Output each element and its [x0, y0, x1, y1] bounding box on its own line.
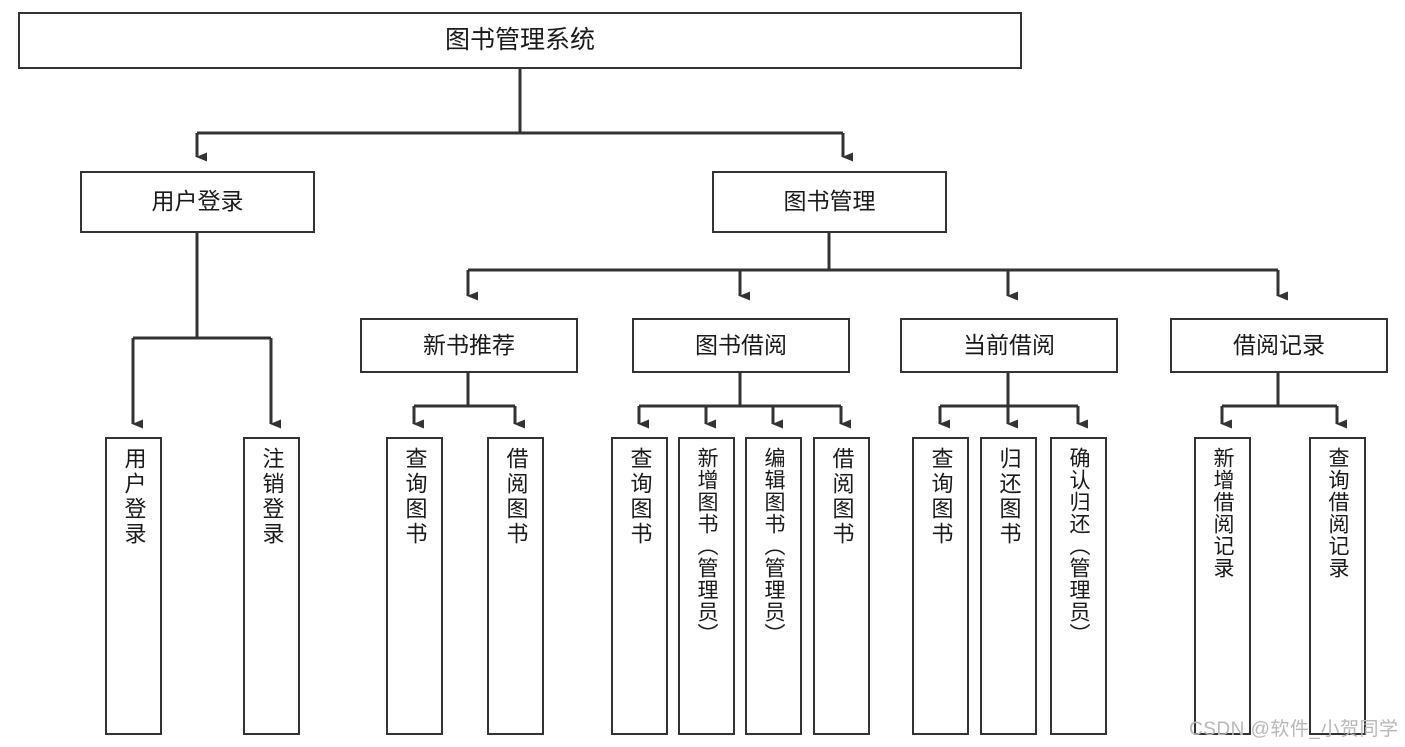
node-label: 当前借阅 — [963, 331, 1055, 358]
node-user-login[interactable]: 用户登录 — [80, 171, 315, 233]
leaf-query-book-recommend[interactable]: 查询图书 — [386, 437, 443, 735]
node-label: 归还图书 — [996, 447, 1022, 547]
node-label: 图书管理系统 — [444, 25, 595, 54]
leaf-edit-book-admin[interactable]: 编辑图书（管理员） — [745, 437, 802, 735]
leaf-add-book-admin[interactable]: 新增图书（管理员） — [678, 437, 735, 735]
node-root-system[interactable]: 图书管理系统 — [18, 12, 1022, 69]
node-label: 查询图书 — [627, 447, 653, 547]
node-label: 借阅图书 — [503, 447, 529, 547]
node-label: 用户登录 — [151, 188, 244, 215]
leaf-query-book-current[interactable]: 查询图书 — [912, 437, 969, 735]
node-label: 新增图书（管理员） — [695, 447, 718, 645]
node-label: 借阅图书 — [829, 447, 855, 547]
leaf-user-login[interactable]: 用户登录 — [105, 437, 162, 735]
leaf-add-borrow-record[interactable]: 新增借阅记录 — [1194, 437, 1251, 735]
node-book-management[interactable]: 图书管理 — [712, 171, 947, 233]
node-label: 编辑图书（管理员） — [762, 447, 785, 645]
leaf-logout[interactable]: 注销登录 — [243, 437, 300, 735]
node-label: 新增借阅记录 — [1211, 447, 1234, 579]
node-label: 图书管理 — [783, 188, 876, 215]
node-borrow-record[interactable]: 借阅记录 — [1170, 318, 1388, 373]
node-label: 确认归还（管理员） — [1067, 447, 1090, 645]
node-label: 查询图书 — [928, 447, 954, 547]
node-new-book-recommend[interactable]: 新书推荐 — [360, 318, 578, 373]
leaf-borrow-book-recommend[interactable]: 借阅图书 — [487, 437, 544, 735]
leaf-confirm-return-admin[interactable]: 确认归还（管理员） — [1050, 437, 1107, 735]
node-label: 图书借阅 — [695, 331, 787, 358]
leaf-query-borrow-record[interactable]: 查询借阅记录 — [1309, 437, 1366, 735]
node-label: 查询借阅记录 — [1326, 447, 1349, 579]
node-label: 用户登录 — [121, 447, 147, 547]
node-label: 注销登录 — [259, 447, 285, 547]
node-label: 新书推荐 — [423, 331, 515, 358]
leaf-return-book[interactable]: 归还图书 — [980, 437, 1037, 735]
node-book-borrow[interactable]: 图书借阅 — [632, 318, 850, 373]
node-label: 查询图书 — [402, 447, 428, 547]
node-label: 借阅记录 — [1233, 331, 1325, 358]
leaf-query-book-borrow[interactable]: 查询图书 — [611, 437, 668, 735]
node-current-borrow[interactable]: 当前借阅 — [900, 318, 1118, 373]
leaf-borrow-book[interactable]: 借阅图书 — [813, 437, 870, 735]
